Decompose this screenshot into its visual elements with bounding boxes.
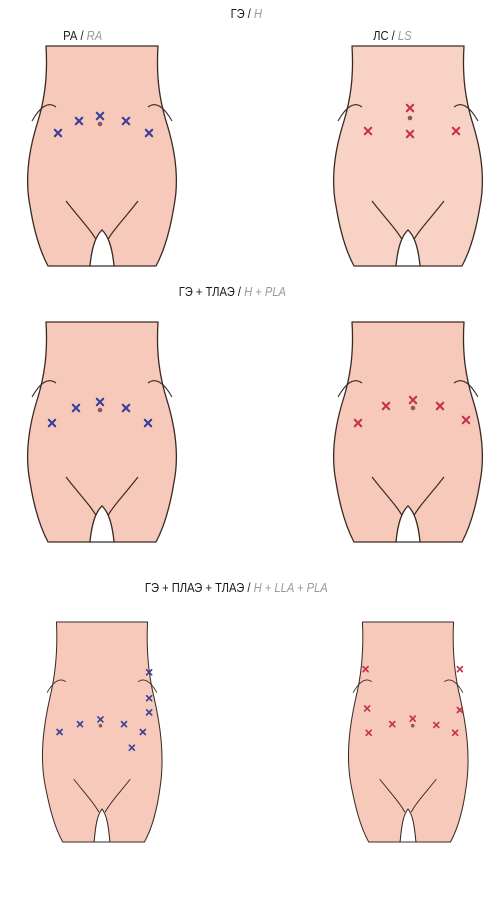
trocar-port-marker: [457, 667, 462, 672]
label-ls: ЛС / LS: [373, 28, 411, 43]
label-h: ГЭ / H: [231, 6, 262, 21]
label-ra: РА / RA: [63, 28, 102, 43]
navel-port-marker: [98, 408, 103, 413]
navel-port-marker: [98, 122, 103, 127]
label-h-pla: ГЭ + ТЛАЭ / H + PLA: [179, 284, 286, 299]
torso-ra: [22, 46, 182, 266]
navel-port-marker: [99, 724, 103, 728]
navel-port-marker: [408, 116, 413, 121]
label-h-lla-pla: ГЭ + ПЛАЭ + ТЛАЭ / H + LLA + PLA: [145, 580, 328, 595]
navel-port-marker: [411, 406, 416, 411]
torso-ra-pla: [22, 322, 182, 542]
torso-ls-pla: [328, 322, 488, 542]
torso-ls-lla-pla: [328, 622, 488, 842]
torso-ra-lla-pla: [22, 622, 182, 842]
torso-ls: [328, 46, 488, 266]
navel-port-marker: [411, 724, 415, 728]
